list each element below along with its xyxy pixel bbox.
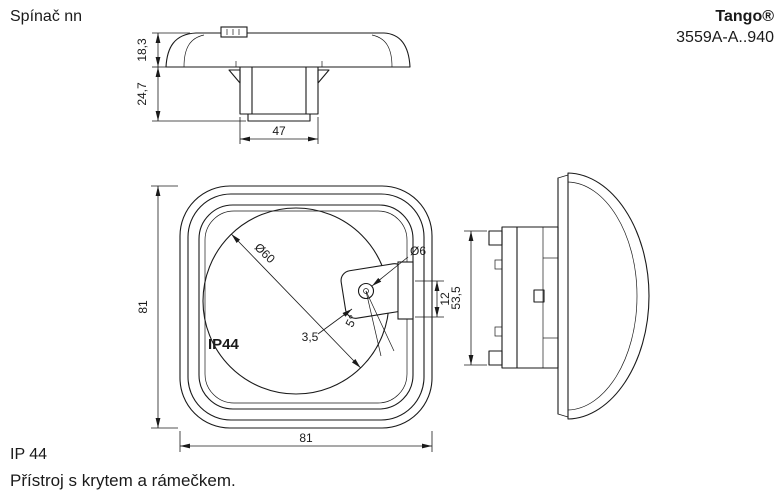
leader-line-gap (317, 308, 353, 335)
claw-top (488, 230, 503, 246)
dim-label-insert-width: 47 (272, 124, 286, 138)
frame-edge-connector (557, 174, 569, 179)
front-view-dimensions: 81 81 (136, 185, 433, 452)
rocker-detail (220, 26, 248, 38)
dim-label-frame-height: 18,3 (135, 38, 149, 62)
dim-label-hole-offset: 12 (438, 292, 452, 306)
leader-line-hole (371, 256, 409, 287)
product-title: Spínač nn (10, 8, 83, 25)
header-right: Tango® 3559A-A..940 (676, 8, 774, 47)
diameter-line (231, 233, 361, 369)
cover-dome-outline (567, 172, 650, 420)
top-view: 18,3 24,7 47 (135, 26, 411, 144)
lever-edge-plate (397, 261, 414, 320)
frame-edge-connector (557, 413, 569, 418)
dim-label-depth: 53,5 (449, 286, 463, 310)
brand-name: Tango® (715, 8, 774, 25)
frame-profile-outline (165, 32, 411, 68)
top-view-dimensions: 18,3 24,7 47 (135, 32, 319, 144)
side-view-dimensions: 53,5 (449, 230, 487, 366)
model-number: 3559A-A..940 (676, 29, 774, 46)
dim-label-height: 81 (136, 300, 150, 314)
cover-dome-inner (567, 181, 638, 411)
claw-bottom (488, 350, 503, 366)
description-text: Přístroj s krytem a rámečkem. (10, 471, 236, 490)
frame-outer-contour (179, 185, 433, 429)
terminal-nub (494, 326, 503, 337)
mechanism-foot (247, 113, 311, 122)
angle-line (365, 290, 382, 357)
dim-label-cover-diameter: Ø60 (252, 240, 278, 266)
lever-hole-center (363, 288, 369, 294)
terminal-nub (494, 259, 503, 270)
claw-left (228, 69, 241, 84)
dim-label-hole-diameter: Ø6 (410, 244, 426, 258)
angle-line (365, 290, 395, 352)
footer: IP 44 Přístroj s krytem a rámečkem. (10, 446, 236, 491)
dim-label-width: 81 (299, 431, 313, 445)
dim-label-insert-depth: 24,7 (135, 82, 149, 106)
frame-seam-right (371, 34, 393, 68)
side-view: 53,5 (449, 172, 650, 420)
front-view: Ø60 5° Ø6 12 3,5 (136, 185, 452, 452)
spring-detail (533, 289, 545, 303)
protection-rating: IP 44 (10, 446, 48, 463)
frame-seam-left (183, 34, 205, 68)
claw-right (317, 69, 330, 84)
frame-inner-contour (187, 193, 425, 421)
dim-label-gap: 3,5 (302, 330, 319, 344)
mechanism-box (501, 226, 559, 369)
sealing-lever: 5° (340, 261, 414, 357)
ip44-marking: IP44 (208, 336, 240, 353)
